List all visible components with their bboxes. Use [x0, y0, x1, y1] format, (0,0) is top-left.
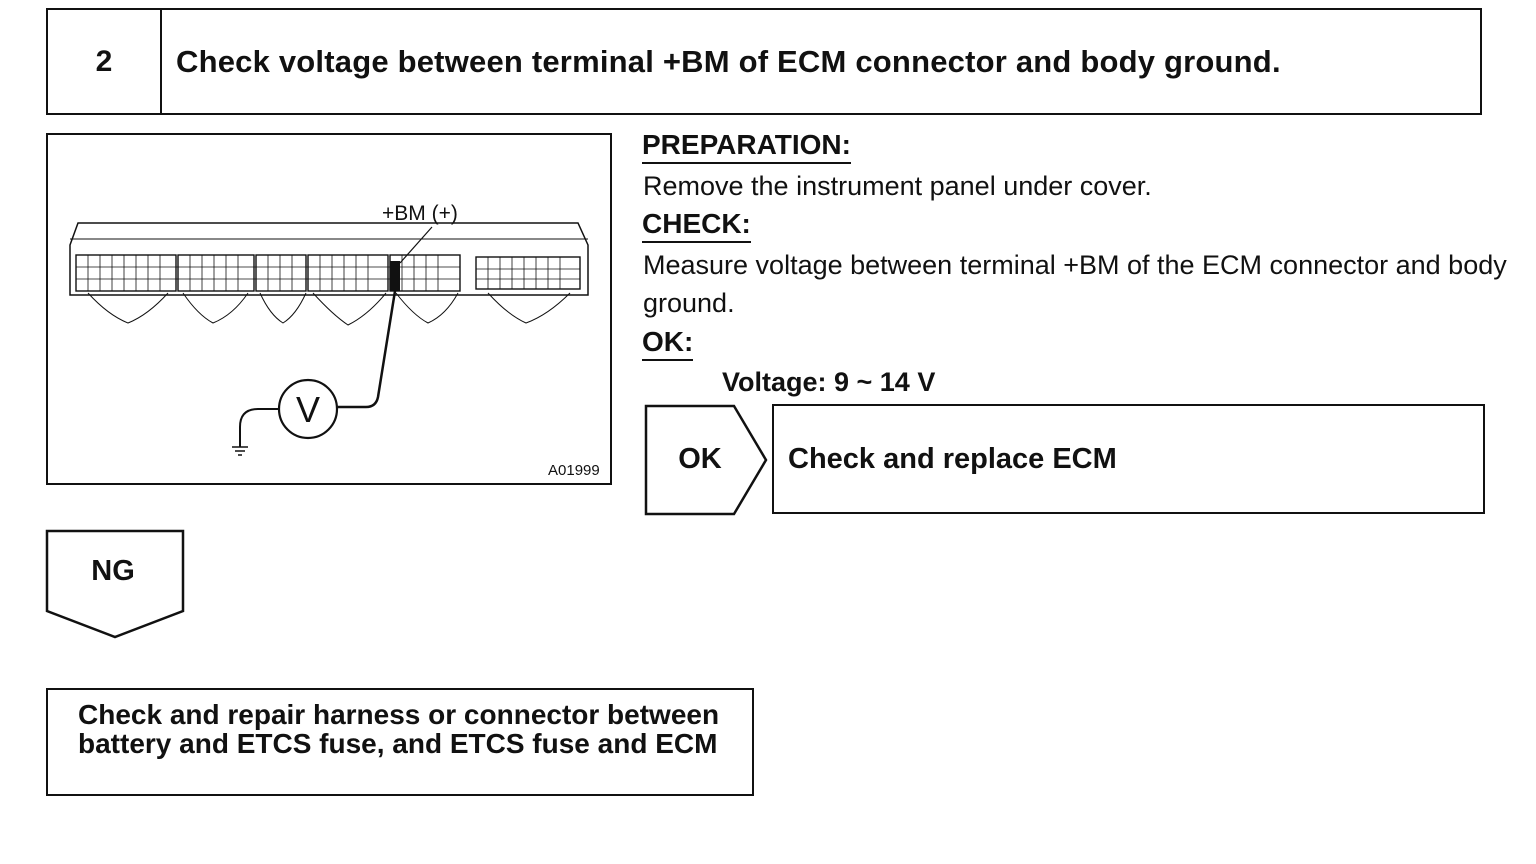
- ecm-connector-diagram: +BM (+) V A01999: [69, 202, 600, 479]
- connector-2: [177, 254, 255, 292]
- bm-terminal-mark: [390, 261, 400, 291]
- ng-label: NG: [91, 554, 135, 587]
- step-title: Check voltage between terminal +BM of EC…: [176, 43, 1281, 79]
- ng-action-text: Check and repair harness or connector be…: [78, 699, 720, 759]
- ng-action-box: Check and repair harness or connector be…: [46, 688, 754, 796]
- ok-voltage-spec: Voltage: 9 ~ 14 V: [722, 367, 936, 397]
- ok-heading: OK:: [642, 325, 694, 361]
- connector-4: [307, 254, 389, 292]
- ok-label: OK: [678, 442, 722, 475]
- connector-6: [475, 256, 581, 290]
- preparation-text: Remove the instrument panel under cover.: [643, 171, 1152, 201]
- ecm-connector-figure: +BM (+) V A01999: [46, 133, 612, 485]
- connector-pins: [76, 255, 580, 291]
- probe-lead-positive: [338, 290, 397, 409]
- wire-bundles: [87, 292, 571, 326]
- ground-icon: [232, 446, 248, 456]
- terminal-label: +BM (+): [382, 202, 458, 225]
- connector-1: [75, 254, 177, 292]
- step-header: 2 Check voltage between terminal +BM of …: [46, 8, 1482, 115]
- figure-id: A01999: [548, 462, 600, 479]
- check-text: Measure voltage between terminal +BM of …: [643, 250, 1507, 318]
- ng-arrow-shape: [45, 529, 185, 639]
- ok-action-box: Check and replace ECM: [772, 404, 1485, 514]
- probe-lead-ground: [239, 408, 279, 447]
- voltmeter-symbol: V: [296, 389, 320, 430]
- ecm-connectors: [75, 254, 581, 292]
- check-heading: CHECK:: [642, 207, 751, 243]
- connector-3: [255, 254, 307, 292]
- ok-arrow-shape: [644, 404, 768, 516]
- preparation-heading: PREPARATION:: [642, 128, 851, 164]
- terminal-pointer: [399, 226, 433, 264]
- step-number: 2: [48, 10, 162, 113]
- ecm-body-outline: [69, 222, 589, 296]
- connector-5: [389, 254, 461, 292]
- ok-action-text: Check and replace ECM: [788, 442, 1117, 475]
